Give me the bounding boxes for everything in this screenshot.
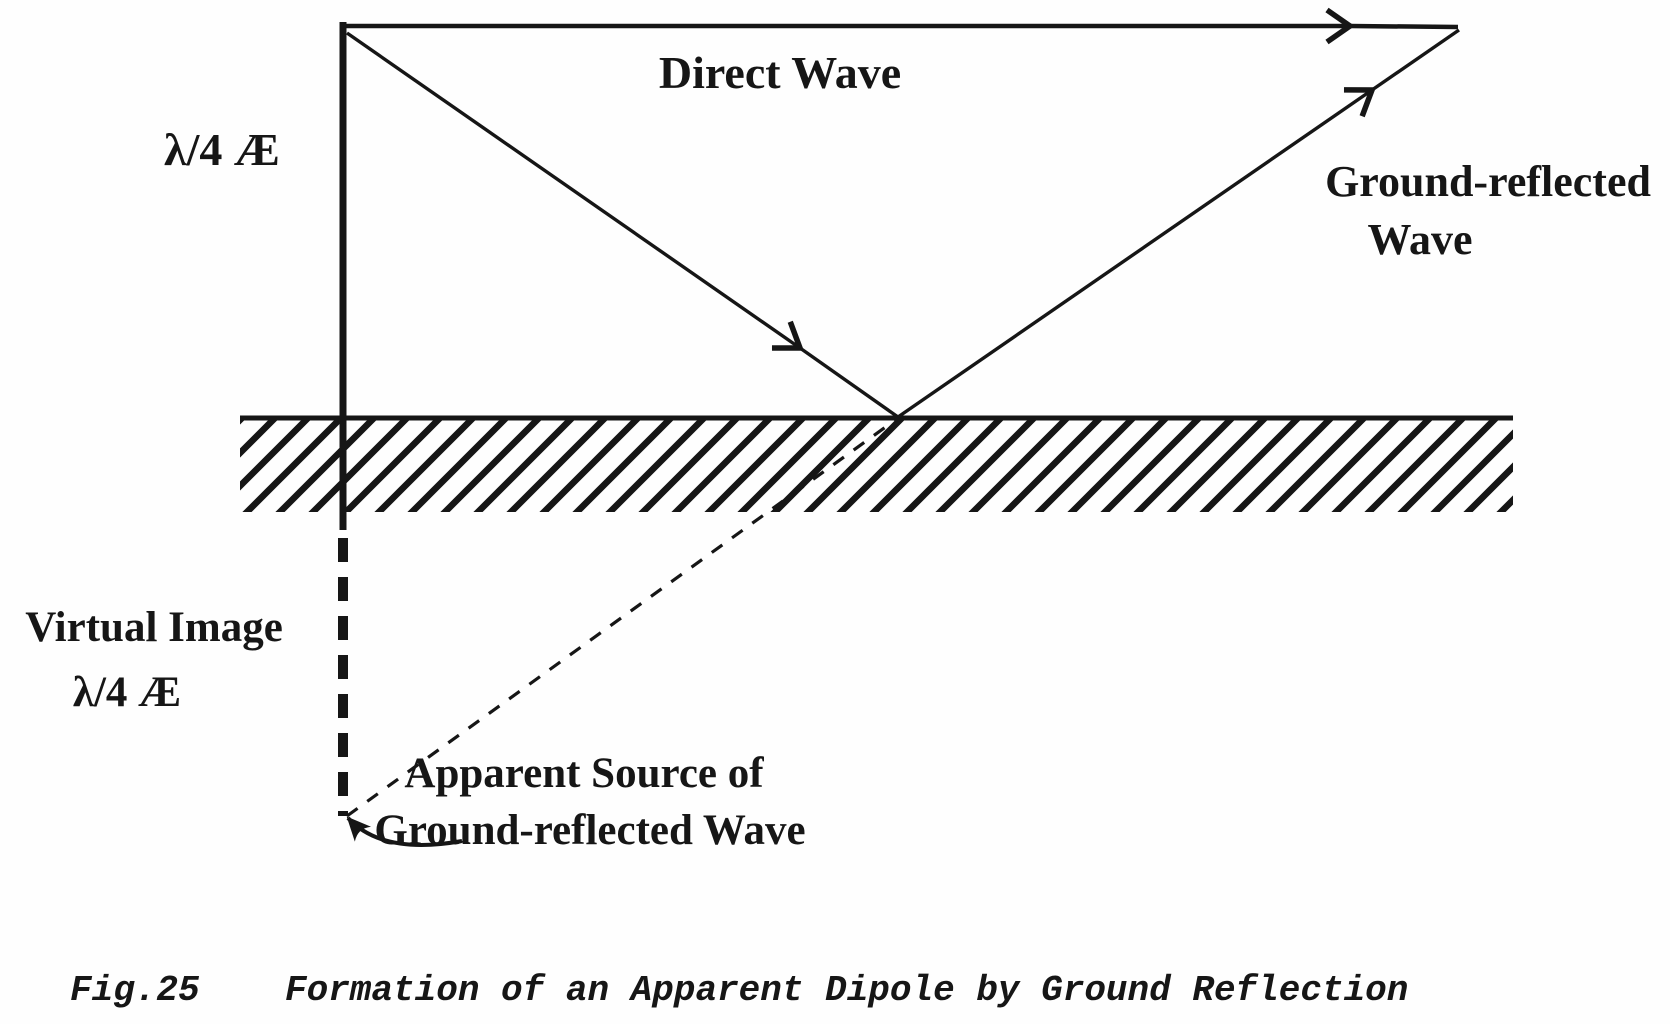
ground-reflected-wave-label-line2: Wave xyxy=(1367,215,1472,264)
antenna-element-label: λ/4 Æ xyxy=(164,124,280,175)
direct-wave-label: Direct Wave xyxy=(659,47,901,98)
apparent-source-label-line2: Ground-reflected Wave xyxy=(374,807,805,854)
virtual-image-label-line1: Virtual Image xyxy=(25,604,283,651)
apparent-source-label-line1: Apparent Source of xyxy=(404,750,764,797)
virtual-image-label-line2: λ/4 Æ xyxy=(73,669,181,716)
apparent-source-pointer-arrow xyxy=(346,816,463,847)
figure-caption-title: Formation of an Apparent Dipole by Groun… xyxy=(285,970,1408,1011)
incident-ray-line xyxy=(346,31,804,351)
figure-caption-number: Fig.25 xyxy=(70,970,200,1011)
ground-reflected-wave-label-line1: Ground-reflected xyxy=(1325,157,1651,206)
direct-wave-line-end xyxy=(1349,23,1459,30)
ground-reflected-ray-line xyxy=(897,87,1376,419)
ground-reflected-ray-line-end xyxy=(1371,28,1460,92)
incident-ray-line-end xyxy=(799,346,899,419)
